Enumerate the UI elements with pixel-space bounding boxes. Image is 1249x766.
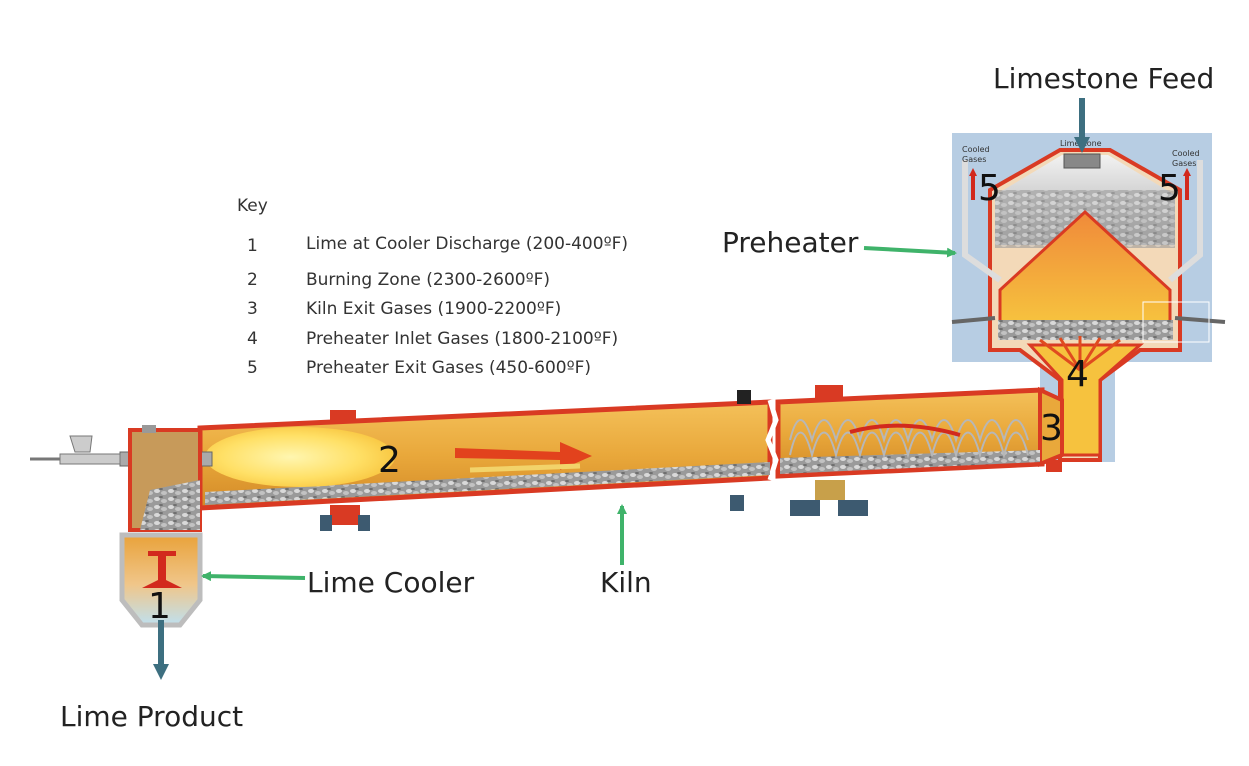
preheater-stone-bed-bottom (998, 320, 1173, 340)
kiln-gas-flow-arrow (455, 442, 592, 470)
cooled-gases-right-line1: Cooled (1172, 149, 1200, 158)
feed-hopper (1063, 153, 1101, 169)
key-item-3-text: Kiln Exit Gases (1900-2200ºF) (306, 299, 561, 319)
key-legend: Key 1 Lime at Cooler Discharge (200-400º… (237, 196, 628, 378)
rotary-kiln: 2 3 (197, 385, 1064, 531)
preheater-unit: Cooled Gases Cooled Gases Limestone 5 5 … (951, 133, 1226, 462)
kiln-chain-section (789, 419, 1029, 459)
kiln-support-rollers (320, 495, 868, 531)
preheater-gas-rays (1039, 336, 1121, 372)
cooler-shaft (158, 555, 166, 587)
kiln-support-1 (330, 505, 360, 525)
kiln-gas-streak (469, 463, 581, 473)
cooled-gases-right-line2: Gases (1172, 159, 1196, 168)
zone-5-right-number: 5 (1158, 168, 1181, 209)
cooled-gases-left-line1: Cooled (962, 145, 990, 154)
preheater-pointer-arrow (863, 246, 957, 258)
kiln-exit-foot (1046, 460, 1062, 472)
burner-fittings (59, 453, 121, 465)
cooled-gases-left-line2: Gases (962, 155, 986, 164)
left-conveyor (951, 316, 996, 324)
kiln-top-ring-2 (815, 385, 843, 399)
kiln-lime-bed (205, 462, 770, 505)
key-item-5-number: 5 (247, 358, 258, 378)
burner-flame (205, 427, 395, 487)
zone-5-left-number: 5 (978, 168, 1001, 209)
key-title: Key (237, 196, 268, 216)
kiln-label: Kiln (600, 566, 652, 599)
kiln-exit-hood (1038, 386, 1064, 467)
preheater-label: Preheater (722, 226, 859, 259)
zone-2-number: 2 (378, 440, 401, 481)
cooler-feed-stones (140, 480, 200, 530)
cooler-cone (142, 578, 182, 588)
detail-callout-box (1142, 301, 1210, 343)
lime-cooler-pointer-arrow (201, 571, 306, 582)
kiln-break-mark (765, 399, 779, 481)
air-inlet (69, 435, 93, 453)
zone-3-number: 3 (1040, 408, 1063, 449)
kiln-top-ring-1 (330, 410, 356, 422)
key-item-4-text: Preheater Inlet Gases (1800-2100ºF) (306, 329, 618, 349)
zone-4-number: 4 (1066, 354, 1089, 395)
kiln-chain-gas-flow (849, 423, 961, 437)
key-item-5-text: Preheater Exit Gases (450-600ºF) (306, 358, 591, 378)
lime-cooler-label: Lime Cooler (307, 566, 475, 599)
preheater-inner-cone (998, 209, 1172, 324)
right-exhaust-pipe (1168, 160, 1203, 283)
kiln-stone-bed-right (780, 450, 1040, 474)
key-item-4-number: 4 (247, 329, 258, 349)
lime-product-label: Lime Product (60, 700, 243, 733)
hood-vent (142, 425, 156, 433)
key-item-2-text: Burning Zone (2300-2600ºF) (306, 270, 550, 290)
key-item-1-number: 1 (247, 236, 258, 256)
lime-cooler-unit: 1 (119, 425, 203, 628)
limestone-feed-label: Limestone Feed (993, 62, 1214, 95)
kiln-support-2 (815, 480, 845, 500)
key-item-1-text: Lime at Cooler Discharge (200-400ºF) (306, 234, 628, 254)
cooler-shaft-cap (148, 551, 176, 556)
right-conveyor (1174, 316, 1226, 324)
preheater-funnel (1026, 343, 1144, 457)
key-item-3-number: 3 (247, 299, 258, 319)
kiln-top-clamp (737, 390, 751, 404)
zone-1-number: 1 (148, 586, 171, 627)
key-item-2-number: 2 (247, 270, 258, 290)
left-exhaust-pipe (962, 160, 1002, 283)
